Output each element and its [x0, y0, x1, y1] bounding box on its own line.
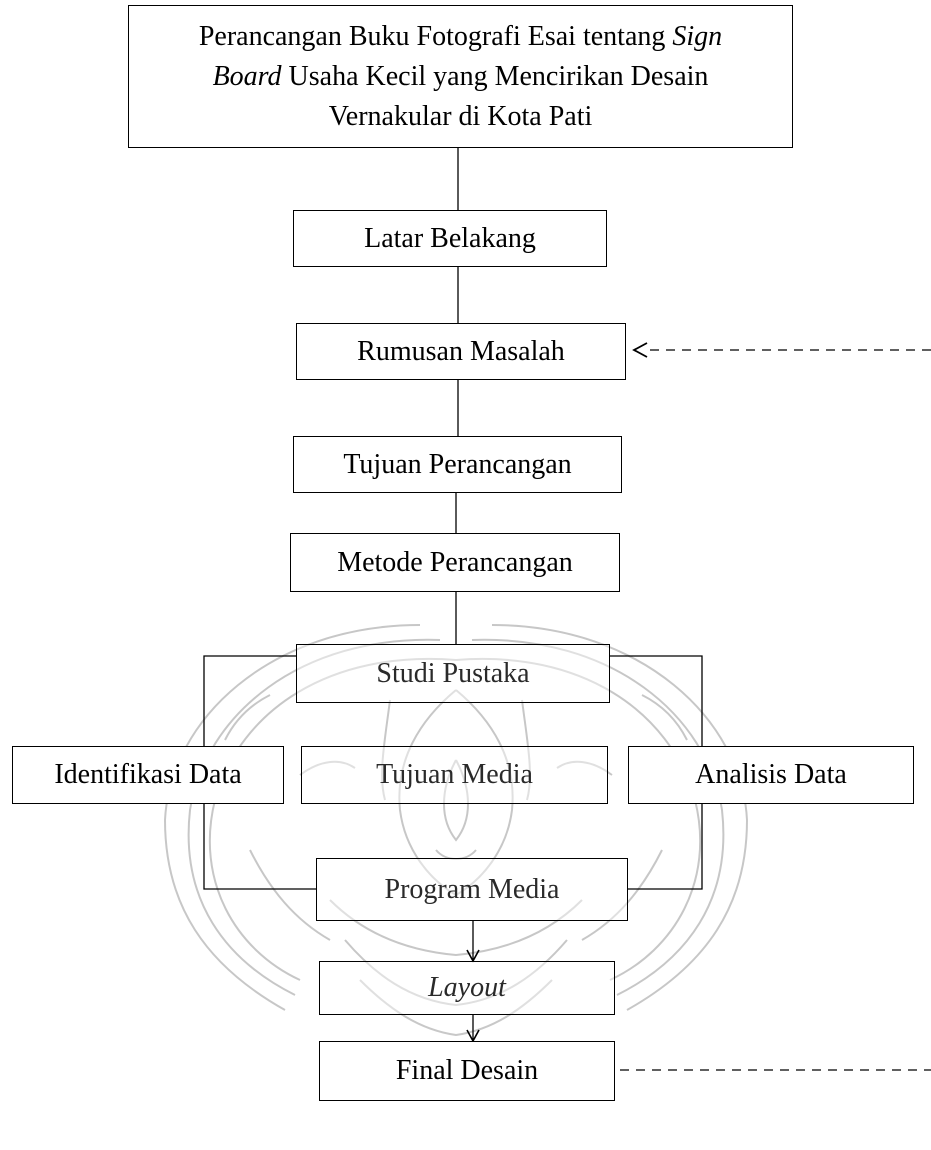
node-final-desain-label: Final Desain: [395, 1055, 539, 1086]
node-tujuan-perancangan-label: Tujuan Perancangan: [343, 448, 572, 480]
node-program-media-label: Program Media: [384, 873, 560, 905]
node-analisis-data-label: Analisis Data: [695, 759, 847, 790]
node-program-media: Program Media: [316, 858, 628, 921]
node-layout: Layout: [319, 961, 615, 1015]
title-text-part2: Usaha Kecil yang Mencirikan Desain: [281, 60, 709, 92]
title-text-part1: Perancangan Buku Fotografi Esai tentang: [198, 20, 673, 52]
node-tujuan-media-label: Tujuan Media: [376, 759, 533, 790]
node-metode-perancangan: Metode Perancangan: [290, 533, 620, 592]
connector-studi-identifikasi: [203, 655, 296, 746]
node-studi-pustaka: Studi Pustaka: [296, 644, 610, 703]
node-tujuan-perancangan: Tujuan Perancangan: [293, 436, 622, 493]
node-rumusan-masalah-label: Rumusan Masalah: [357, 335, 565, 367]
node-metode-perancangan-label: Metode Perancangan: [337, 546, 573, 578]
node-rumusan-masalah: Rumusan Masalah: [296, 323, 626, 380]
node-latar-belakang-label: Latar Belakang: [364, 222, 536, 254]
node-studi-pustaka-label: Studi Pustaka: [376, 657, 530, 689]
title-node: Perancangan Buku Fotografi Esai tentang …: [128, 5, 793, 148]
node-latar-belakang: Latar Belakang: [293, 210, 607, 267]
node-identifikasi-data-label: Identifikasi Data: [54, 759, 242, 790]
node-analisis-data: Analisis Data: [628, 746, 914, 804]
node-tujuan-media: Tujuan Media: [301, 746, 608, 804]
node-final-desain: Final Desain: [319, 1041, 615, 1101]
node-identifikasi-data: Identifikasi Data: [12, 746, 284, 804]
title-text-italic-board: Board: [212, 60, 282, 92]
connector-analisis-program: [628, 804, 703, 890]
feedback-arrow-head: [632, 342, 648, 358]
title-text-part3: Vernakular di Kota Pati: [328, 100, 593, 132]
connector-identifikasi-program: [203, 804, 316, 890]
title-text-italic-sign: Sign: [672, 20, 723, 52]
node-layout-label: Layout: [428, 972, 506, 1003]
connector-studi-analisis: [610, 655, 703, 746]
